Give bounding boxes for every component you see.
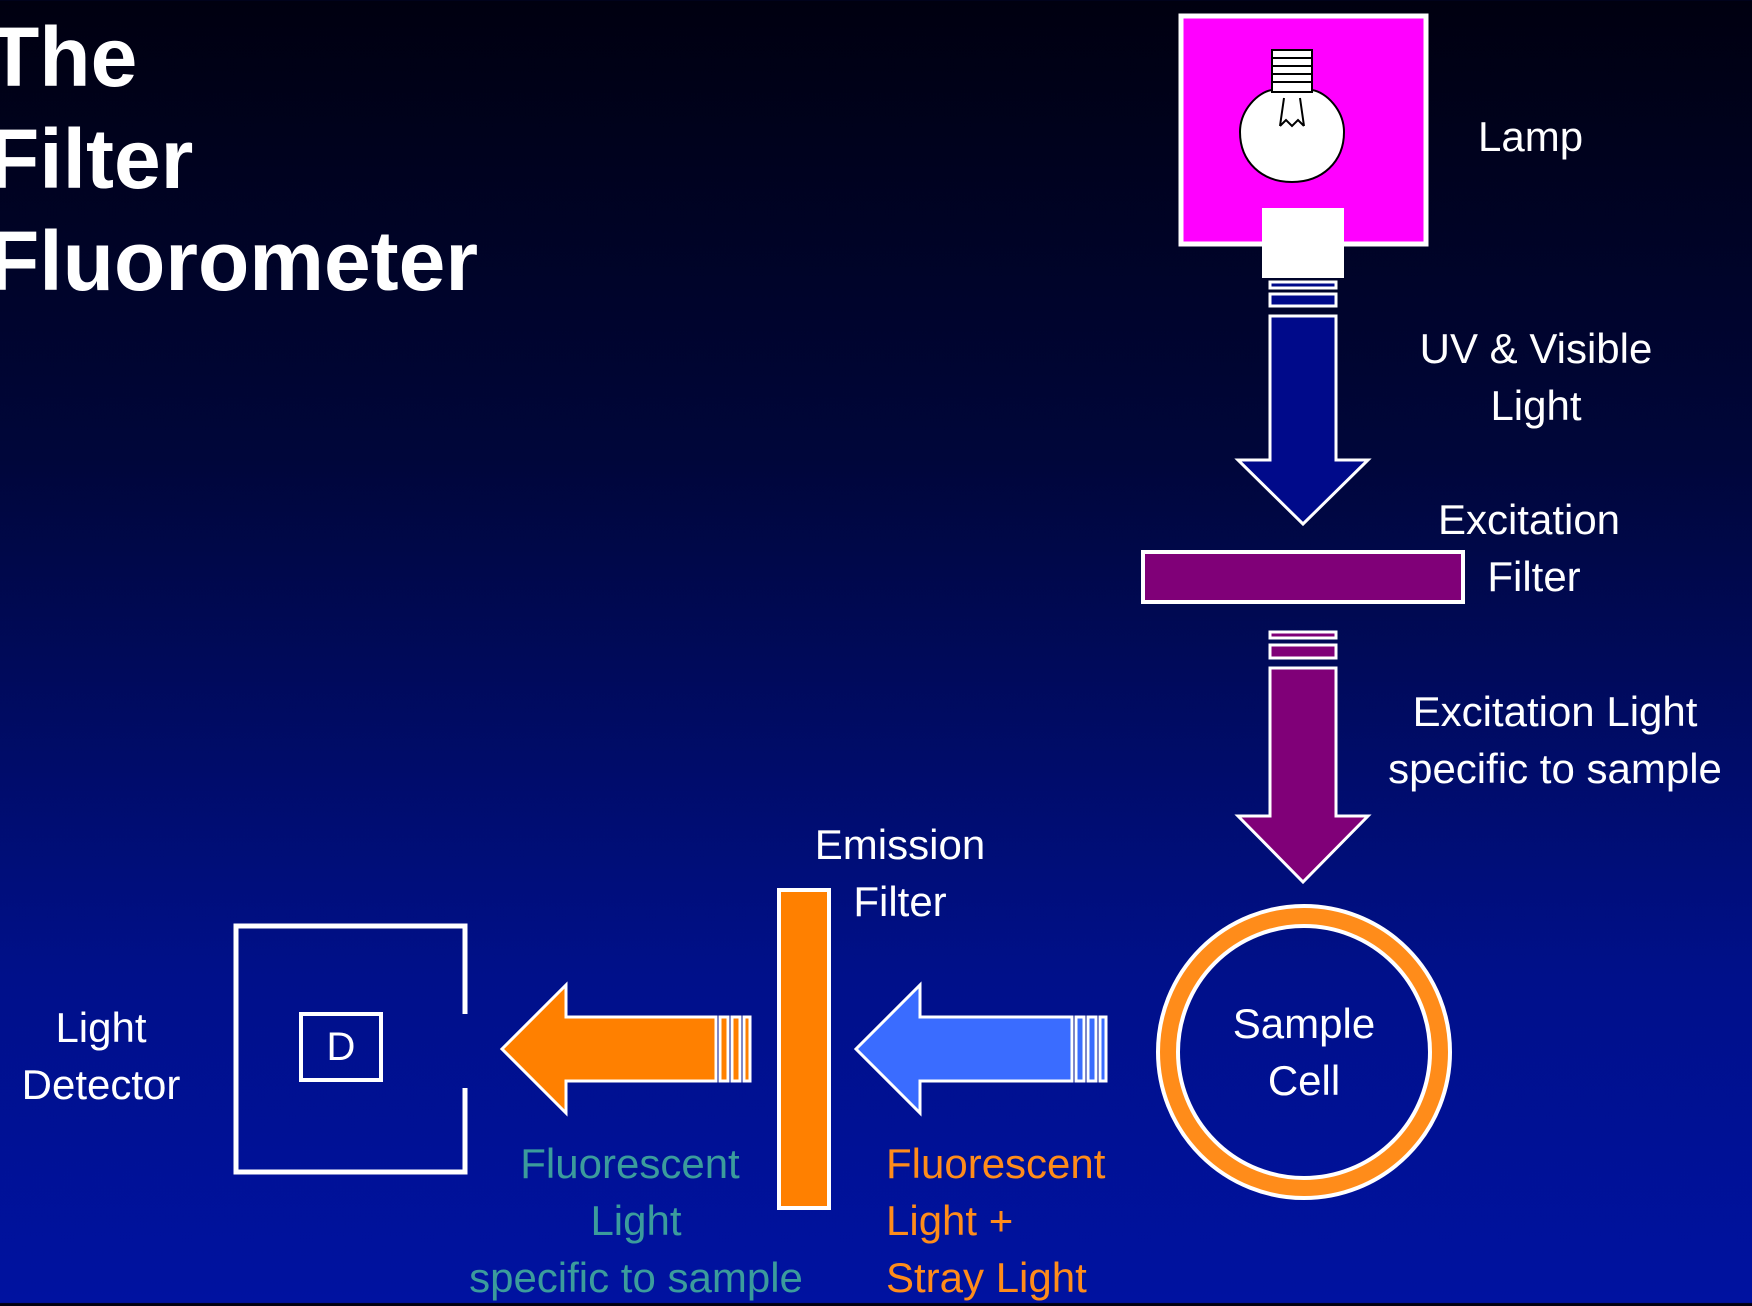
excitation-filter-line-2: Filter <box>1487 553 1581 600</box>
fluorescent-specific-line-1: Fluorescent <box>520 1140 740 1187</box>
title-line-3: Fluorometer <box>0 214 479 308</box>
excitation-filter <box>1141 550 1465 604</box>
excitation-light-arrow <box>1234 630 1372 885</box>
excitation-filter-label: Excitation Filter <box>1386 491 1672 605</box>
fluorescent-specific-arrow <box>499 981 752 1117</box>
emission-filter-line-2: Filter <box>853 878 947 925</box>
fluorescent-stray-label: Fluorescent Light + Stray Light <box>886 1135 1105 1306</box>
fluorescent-specific-line-3: specific to sample <box>469 1254 803 1301</box>
excitation-filter-line-1: Excitation <box>1437 496 1621 543</box>
sample-cell-line-1: Sample <box>1232 1000 1376 1047</box>
uv-visible-line-2: Light <box>1490 382 1582 429</box>
light-bulb-icon <box>1238 49 1346 184</box>
detector-housing <box>233 923 468 1175</box>
light-detector-label: Light Detector <box>6 999 196 1113</box>
sample-cell-line-2: Cell <box>1267 1057 1341 1104</box>
fluorescent-stray-line-3: Stray Light <box>886 1254 1087 1301</box>
uv-visible-line-1: UV & Visible <box>1419 325 1653 372</box>
emission-filter-label: Emission Filter <box>790 816 1010 930</box>
emission-filter-line-1: Emission <box>814 821 986 868</box>
fluorescent-specific-line-2: Light <box>590 1197 682 1244</box>
light-detector-line-1: Light <box>55 1004 147 1051</box>
lamp-label: Lamp <box>1478 108 1583 165</box>
excitation-light-label: Excitation Light specific to sample <box>1358 683 1752 797</box>
uv-light-arrow <box>1234 280 1372 527</box>
excitation-light-line-2: specific to sample <box>1388 745 1722 792</box>
detector-symbol-label: D <box>301 1019 381 1076</box>
title-line-1: The <box>0 10 138 104</box>
fluorescent-stray-line-1: Fluorescent <box>886 1140 1106 1187</box>
detector-element <box>299 1012 383 1082</box>
page-title: The Filter Fluorometer <box>0 6 478 312</box>
fluorescent-specific-label: Fluorescent Light specific to sample <box>436 1135 836 1306</box>
title-line-2: Filter <box>0 112 194 206</box>
emission-filter <box>777 888 831 1210</box>
sample-cell-label: Sample Cell <box>1204 995 1404 1109</box>
detector-symbol-text: D <box>326 1025 356 1069</box>
excitation-light-line-1: Excitation Light <box>1412 688 1698 735</box>
lamp-outlet <box>1262 208 1344 278</box>
light-detector-line-2: Detector <box>21 1061 181 1108</box>
uv-visible-light-label: UV & Visible Light <box>1386 320 1686 434</box>
fluorescent-stray-line-2: Light + <box>886 1197 1014 1244</box>
sample-cell-ring <box>1160 908 1448 1196</box>
fluorescent-stray-arrow <box>853 981 1108 1117</box>
lamp-label-text: Lamp <box>1478 113 1584 160</box>
